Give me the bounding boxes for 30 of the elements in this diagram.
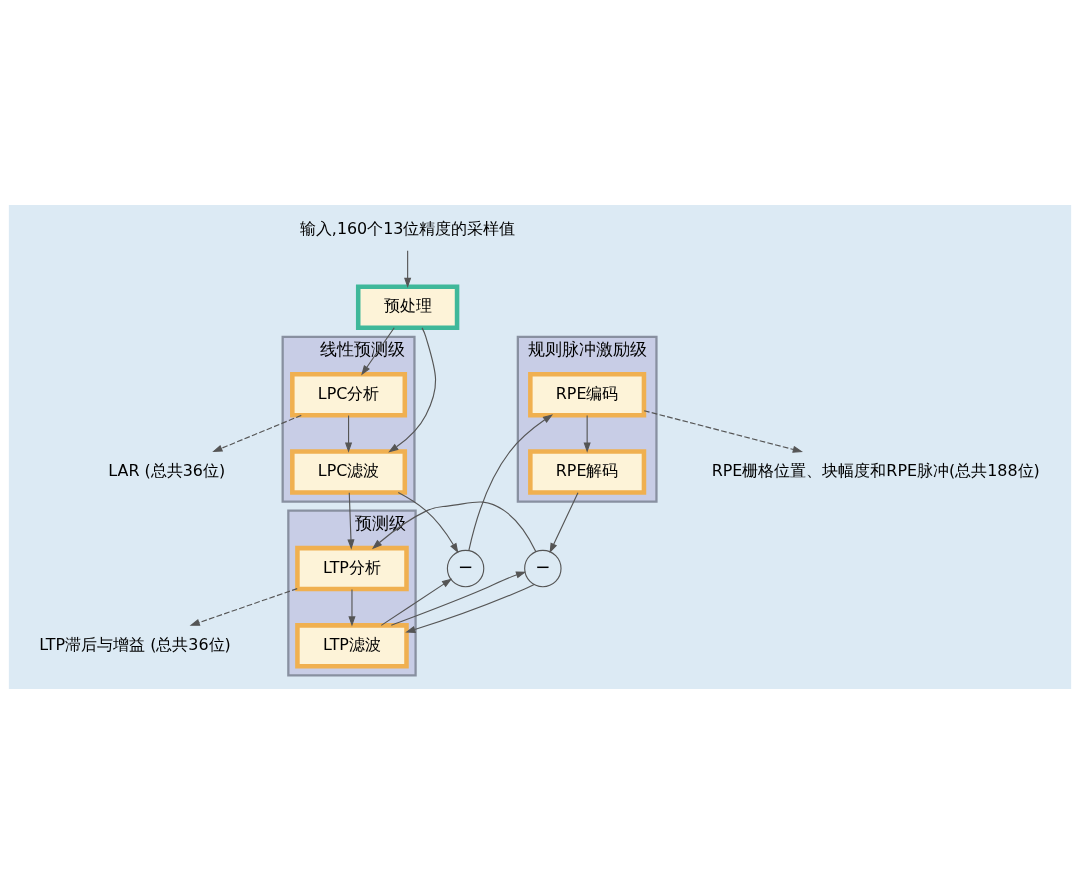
arrow [468,413,554,551]
arrow [361,326,395,375]
node-text: LAR (总共36位) [108,460,226,480]
node-text: 输入,160个13位精度的采样值 [299,218,516,238]
node-circle: − [524,549,562,587]
arrow [388,326,437,452]
node-text: RPE栅格位置、块幅度和RPE脉冲(总共188位) [711,460,1040,480]
arrow [189,587,298,626]
arrow [348,588,356,627]
arrow [583,414,591,453]
arrow [397,491,459,553]
arrow [347,491,355,550]
arrow [405,583,535,633]
arrow [212,414,302,452]
node-box: LPC滤波 [290,448,408,495]
arrow [643,409,803,453]
arrow [380,578,453,626]
arrow [404,249,412,288]
arrow [390,571,527,626]
node-box: RPE解码 [528,448,647,495]
node-box: LTP滤波 [295,622,409,669]
node-box: LTP分析 [295,545,409,591]
arrow [344,414,353,453]
arrow [371,500,537,552]
arrow [549,491,579,553]
node-box: RPE编码 [528,371,647,417]
node-box: LPC分析 [290,371,408,417]
node-box: 预处理 [355,284,460,330]
node-text: LTP滞后与增益 (总共36位) [39,634,231,654]
node-circle: − [446,549,485,587]
